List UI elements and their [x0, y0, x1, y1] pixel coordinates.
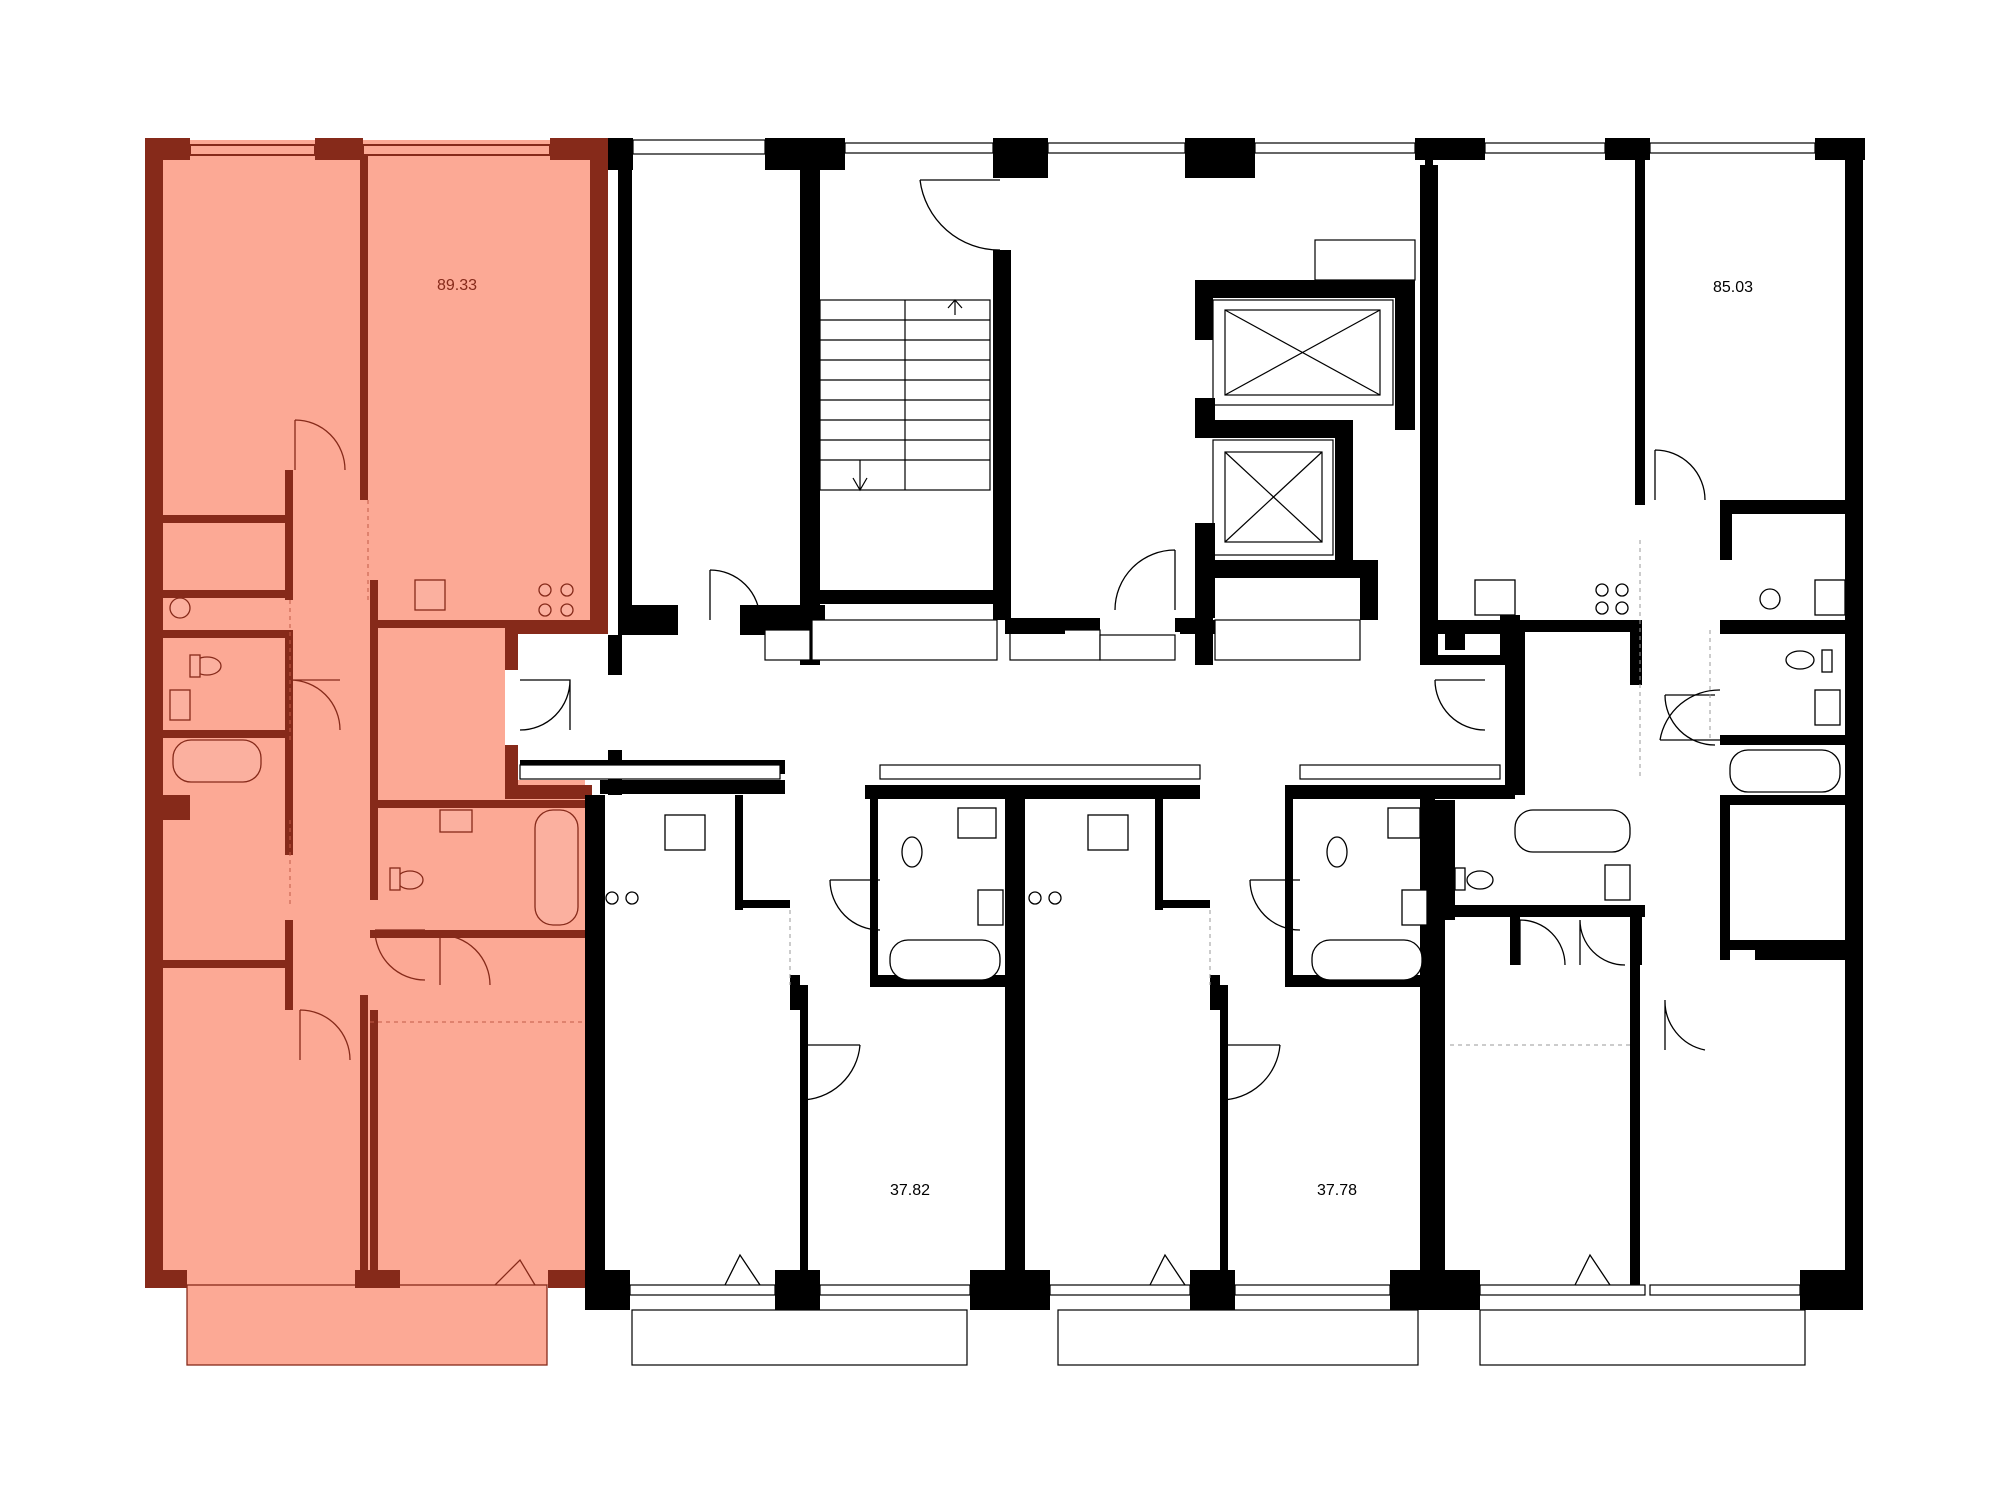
apartment-89-33-balcony [186, 1284, 548, 1366]
area-label-37-82: 37.82 [890, 1182, 930, 1199]
area-label-85-03: 85.03 [1713, 279, 1753, 296]
area-label-37-78: 37.78 [1317, 1182, 1357, 1199]
stair-treads [820, 319, 990, 461]
apartment-89-33-fill [145, 140, 590, 1285]
apartment-89-33[interactable] [145, 138, 608, 1366]
area-label-89-33: 89.33 [437, 277, 477, 294]
building-core [519, 138, 1865, 1366]
